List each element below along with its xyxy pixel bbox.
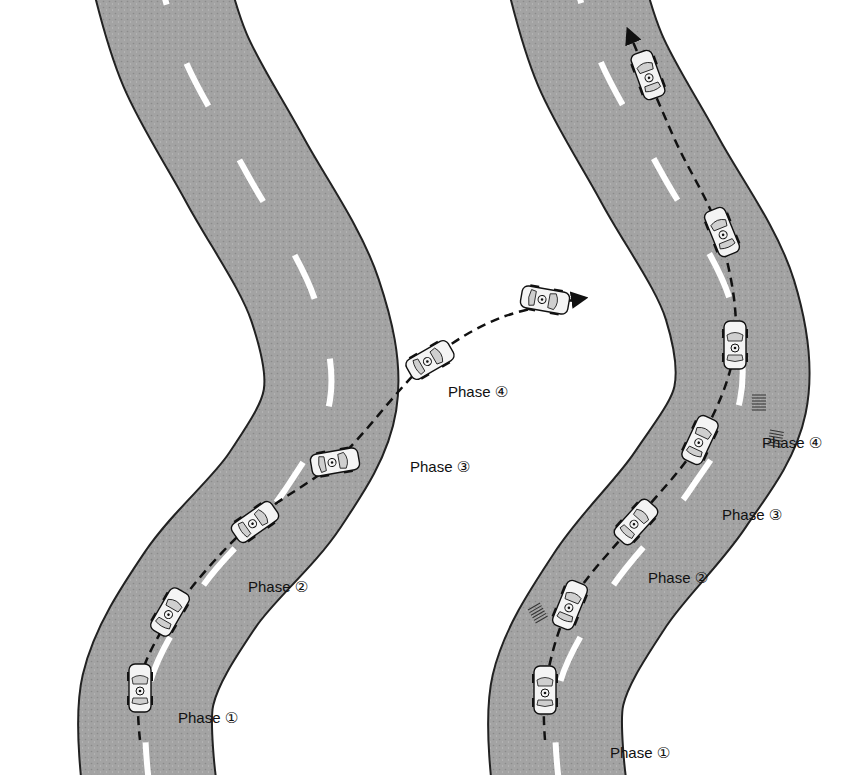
car bbox=[403, 337, 458, 384]
car bbox=[228, 498, 282, 547]
car bbox=[678, 413, 722, 467]
phase-label: Phase ④ bbox=[762, 434, 822, 452]
phase-label: Phase ① bbox=[178, 709, 238, 727]
vehicle-trajectory bbox=[544, 30, 736, 740]
car bbox=[127, 664, 153, 712]
car bbox=[628, 48, 669, 102]
car bbox=[309, 445, 361, 479]
phase-label: Phase ③ bbox=[722, 506, 782, 524]
skid-mark bbox=[528, 603, 548, 623]
car bbox=[701, 205, 743, 259]
lane-marking bbox=[145, 0, 331, 775]
phase-label: Phase ② bbox=[248, 578, 308, 596]
road-surface bbox=[145, 0, 331, 775]
phase-label: Phase ① bbox=[610, 744, 670, 762]
phase-label: Phase ② bbox=[648, 569, 708, 587]
car bbox=[722, 321, 748, 369]
phase-label: Phase ④ bbox=[448, 383, 508, 401]
car bbox=[549, 578, 591, 632]
road-edge bbox=[145, 0, 331, 775]
car bbox=[532, 666, 558, 714]
car bbox=[147, 585, 194, 640]
road-edge bbox=[555, 0, 743, 775]
skid-mark bbox=[752, 395, 766, 410]
car bbox=[519, 283, 571, 317]
phase-label: Phase ③ bbox=[410, 458, 470, 476]
car bbox=[610, 495, 661, 548]
vehicle-trajectory bbox=[138, 298, 585, 740]
road-surface bbox=[555, 0, 743, 775]
lane-marking bbox=[555, 0, 743, 775]
